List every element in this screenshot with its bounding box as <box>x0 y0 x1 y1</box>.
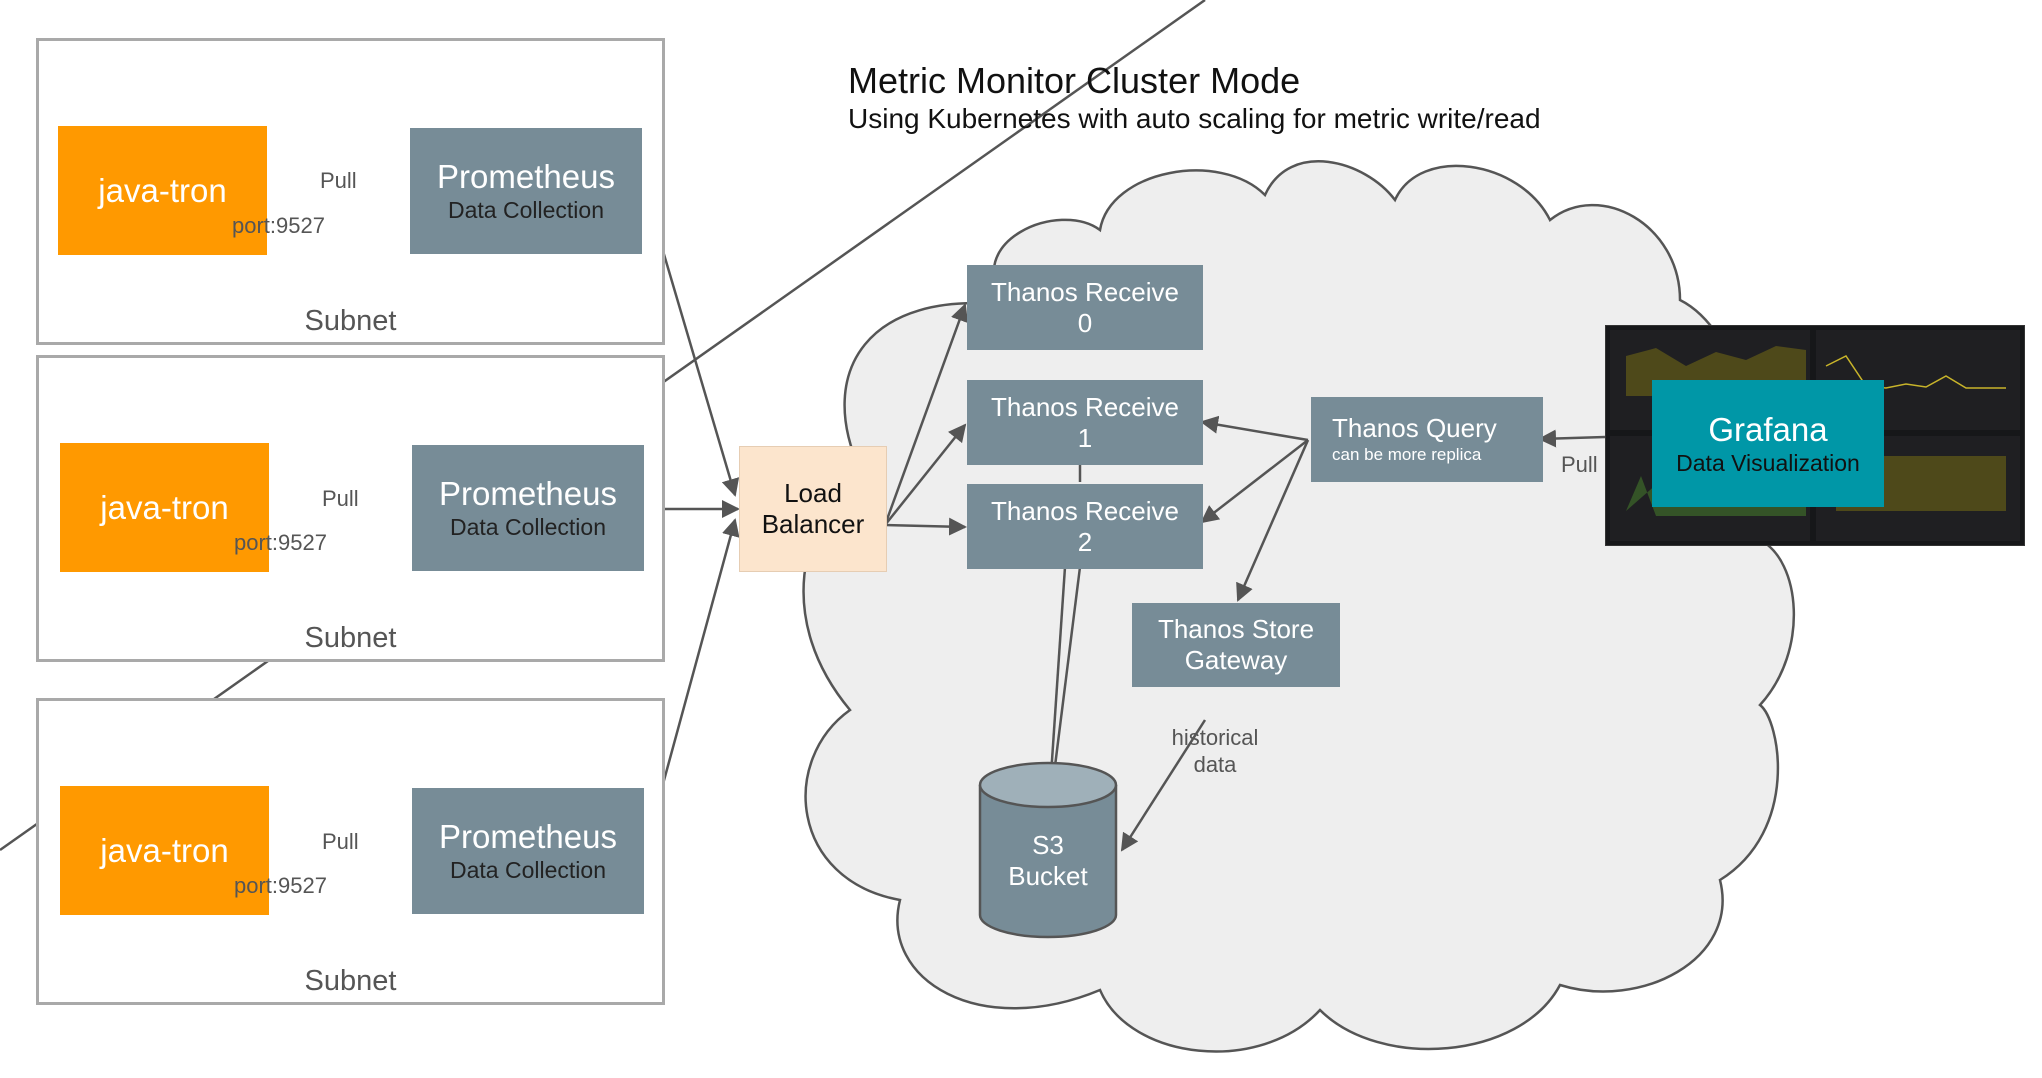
s3-bucket-label: S3 Bucket <box>980 826 1116 896</box>
receive-index: 0 <box>1077 307 1093 338</box>
bucket-line1: S3 <box>1032 830 1064 860</box>
receive-index: 1 <box>1077 422 1093 453</box>
pull-label: Pull <box>322 486 359 511</box>
historical-line1: historical <box>1171 725 1259 750</box>
java-tron-port: port:9527 <box>234 873 327 898</box>
thanos-store-gateway-node: Thanos Store Gateway <box>1132 603 1340 687</box>
grafana-to-query-arrow <box>1538 429 1606 448</box>
store-line2: Gateway <box>1184 645 1288 675</box>
java-tron-node-3: java-tron <box>60 786 269 915</box>
diagram-subtitle: Using Kubernetes with auto scaling for m… <box>848 103 1541 134</box>
lb-to-receive1-arrow <box>884 423 967 526</box>
prometheus-node-1: Prometheus Data Collection <box>410 128 642 254</box>
subnet-label: Subnet <box>304 622 397 654</box>
prometheus-node-2: Prometheus Data Collection <box>412 445 644 571</box>
query-to-store-arrow <box>1236 439 1310 602</box>
java-tron-label: java-tron <box>100 488 229 526</box>
prometheus-sublabel: Data Collection <box>450 857 606 883</box>
receive-index: 2 <box>1077 526 1093 557</box>
prometheus-label: Prometheus <box>439 475 617 512</box>
historical-line2: data <box>1193 752 1237 777</box>
java-tron-label: java-tron <box>98 171 227 209</box>
grafana-sublabel: Data Visualization <box>1676 449 1860 476</box>
thanos-receive-2: Thanos Receive 2 <box>967 484 1203 569</box>
store-line1: Thanos Store <box>1157 614 1315 644</box>
java-tron-port: port:9527 <box>234 530 327 555</box>
prometheus-sublabel: Data Collection <box>448 197 604 223</box>
query-sublabel: can be more replica <box>1332 445 1482 464</box>
load-balancer-node: Load Balancer <box>739 446 887 572</box>
bucket-line2: Bucket <box>1008 861 1088 891</box>
prometheus-node-3: Prometheus Data Collection <box>412 788 644 914</box>
receive-label: Thanos Receive <box>991 391 1179 422</box>
prometheus-label: Prometheus <box>437 158 615 195</box>
grafana-title: Grafana <box>1708 410 1828 448</box>
historical-to-s3-arrow <box>1120 719 1207 852</box>
lb-to-receive2-arrow <box>884 517 967 536</box>
prometheus-label: Prometheus <box>439 818 617 855</box>
thanos-receive-1: Thanos Receive 1 <box>967 380 1203 465</box>
query-title: Thanos Query <box>1332 413 1497 443</box>
receive-label: Thanos Receive <box>991 276 1179 307</box>
java-tron-node-2: java-tron <box>60 443 269 572</box>
receive2-to-s3-arrow-b <box>1050 566 1082 791</box>
thanos-query-node: Thanos Query can be more replica <box>1311 397 1543 482</box>
lb-to-receive0-arrow <box>883 303 968 526</box>
historical-data-label: historical data <box>1160 724 1270 778</box>
pull-label: Pull <box>320 168 357 193</box>
grafana-node: Grafana Data Visualization <box>1652 380 1884 507</box>
query-to-receive2-arrow <box>1200 439 1309 524</box>
receive2-to-s3-arrow-a <box>1042 566 1067 792</box>
diagram-title: Metric Monitor Cluster Mode <box>848 60 1301 101</box>
receive-label: Thanos Receive <box>991 495 1179 526</box>
subnet-label: Subnet <box>304 305 397 337</box>
subnet-label: Subnet <box>304 965 397 997</box>
s3-bucket-cylinder <box>978 761 1118 939</box>
java-tron-node-1: java-tron <box>58 126 267 255</box>
load-balancer-line2: Balancer <box>761 509 865 539</box>
load-balancer-line1: Load <box>784 478 842 508</box>
grafana-pull-label: Pull <box>1561 452 1598 477</box>
thanos-receive-0: Thanos Receive 0 <box>967 265 1203 350</box>
java-tron-label: java-tron <box>100 831 229 869</box>
query-to-receive1-arrow <box>1200 415 1309 442</box>
java-tron-port: port:9527 <box>232 213 325 238</box>
prometheus-sublabel: Data Collection <box>450 514 606 540</box>
pull-label: Pull <box>322 829 359 854</box>
